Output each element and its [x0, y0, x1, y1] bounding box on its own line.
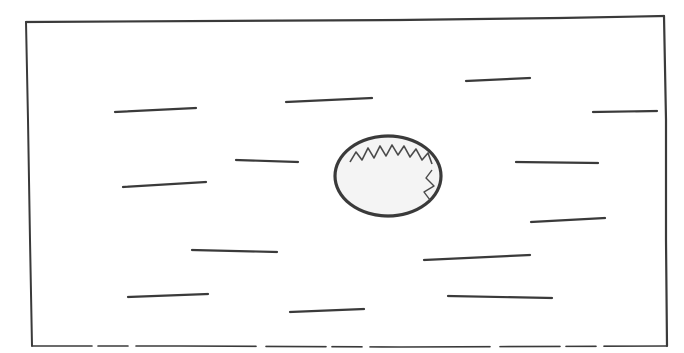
- central-ellipse: [335, 136, 441, 216]
- ellipse-body: [335, 136, 441, 216]
- wave-line: [516, 162, 598, 163]
- wave-line: [593, 111, 657, 112]
